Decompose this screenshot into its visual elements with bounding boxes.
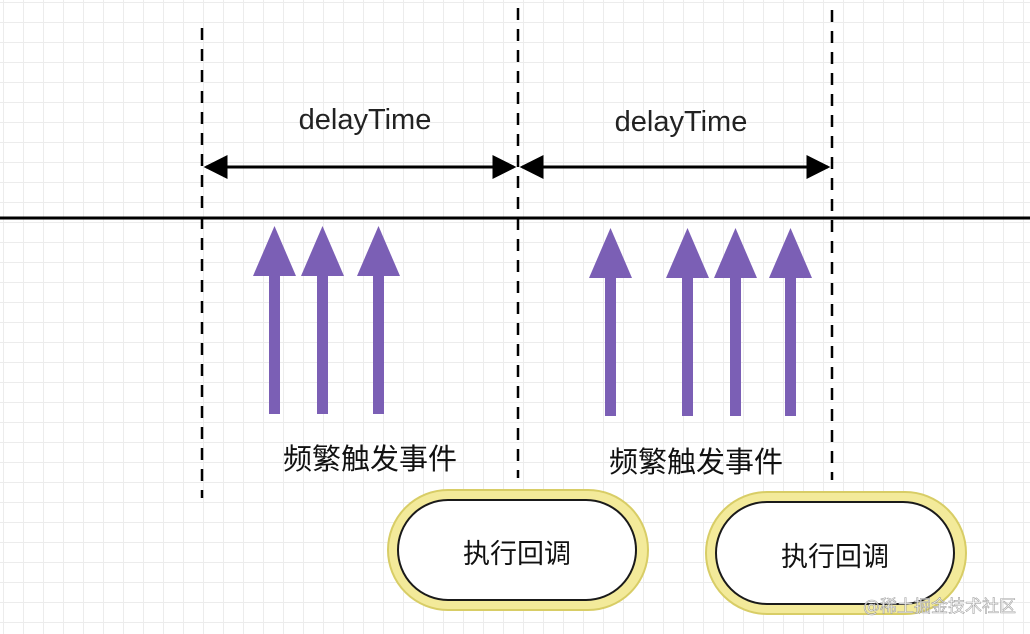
event-arrow — [357, 226, 400, 414]
event-arrows-group-1 — [253, 226, 400, 414]
callback-node-2: 执行回调 — [705, 491, 967, 615]
event-arrows-group-2 — [589, 228, 812, 416]
event-arrow — [253, 226, 296, 414]
event-arrow — [666, 228, 709, 416]
event-arrow — [589, 228, 632, 416]
event-arrow — [714, 228, 757, 416]
events-label-2: 频繁触发事件 — [609, 445, 783, 479]
event-arrow — [301, 226, 344, 414]
callback-label-2: 执行回调 — [781, 542, 889, 573]
callback-node-1: 执行回调 — [387, 489, 649, 611]
interval-label-1: delayTime — [299, 104, 432, 136]
interval-label-2: delayTime — [615, 106, 748, 138]
event-arrow — [769, 228, 812, 416]
callback-label-1: 执行回调 — [463, 539, 571, 570]
watermark-text: @稀土掘金技术社区 — [863, 597, 1016, 617]
events-label-1: 频繁触发事件 — [283, 442, 457, 476]
